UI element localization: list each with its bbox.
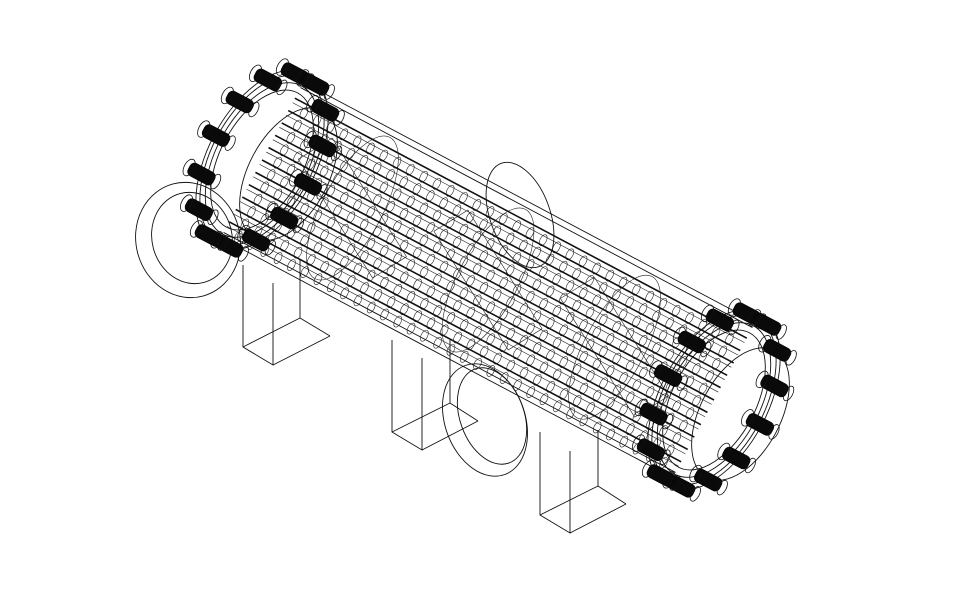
- left-nozzle: [135, 181, 241, 299]
- bolt-icon: [634, 398, 674, 430]
- top-nozzle: [485, 161, 555, 269]
- bolt-icon: [700, 304, 740, 336]
- bolt-icon: [197, 120, 236, 151]
- bolt-icon: [672, 326, 712, 358]
- bolt-icon: [689, 464, 728, 496]
- bolt-icon: [289, 169, 328, 200]
- bolt-icon: [265, 202, 304, 234]
- bolt-icon: [296, 69, 335, 100]
- saddle-supports: [242, 260, 627, 534]
- right-flange-bolts: [632, 298, 797, 502]
- bolt-icon: [649, 360, 688, 391]
- left-flange-bolts: [180, 58, 345, 262]
- bolt-icon: [741, 409, 780, 440]
- bottom-nozzle: [442, 363, 528, 477]
- bolt-icon: [303, 130, 343, 162]
- shell: [220, 81, 756, 479]
- bolt-icon: [248, 64, 288, 96]
- bolt-icon: [758, 335, 797, 366]
- bolt-icon: [182, 158, 222, 190]
- bolt-icon: [220, 86, 260, 118]
- tube-bundle: [226, 97, 748, 469]
- saddle-middle: [391, 340, 479, 451]
- saddle-left: [242, 260, 331, 366]
- saddle-right: [539, 430, 627, 534]
- bolt-icon: [717, 442, 756, 474]
- bolt-icon: [180, 194, 219, 225]
- bolt-icon: [189, 220, 229, 251]
- bolt-icon: [237, 224, 276, 256]
- bolt-icon: [641, 460, 681, 491]
- bolt-icon: [755, 370, 795, 402]
- bolt-icon: [306, 95, 345, 126]
- bolt-icon: [748, 309, 787, 340]
- bolt-icon: [632, 434, 671, 465]
